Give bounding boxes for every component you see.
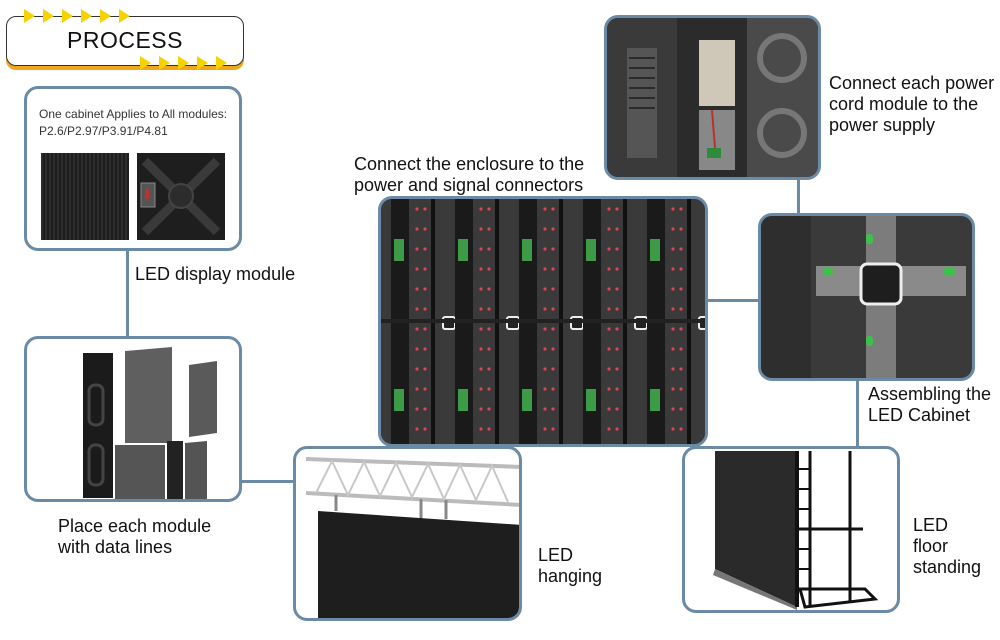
label-led-hanging-line2: hanging	[538, 566, 603, 586]
connector-power-to-assembly	[797, 178, 800, 214]
card-led-hanging	[293, 446, 522, 621]
arrow-right-icon	[197, 56, 208, 70]
arrow-right-icon	[81, 9, 92, 23]
truss-hanging-screen-image	[305, 457, 519, 618]
cabinet-module-placement-image	[83, 347, 217, 499]
label-place-module-line1: Place each module	[58, 516, 212, 536]
label-place-module-line2: with data lines	[58, 537, 173, 557]
label-led-hanging-line1: LED	[538, 545, 574, 565]
label-led-display-module: LED display module	[135, 264, 296, 284]
connector-enclosure-to-assembly	[705, 299, 761, 302]
label-enclosure-line1: Connect the enclosure to the	[354, 154, 585, 174]
led-module-front-image	[41, 153, 129, 240]
arrow-right-icon	[178, 56, 189, 70]
connector-place-to-hanging	[241, 480, 295, 483]
label-enclosure-line2: power and signal connectors	[354, 175, 584, 195]
label-assembly-line1: Assembling the	[868, 384, 992, 404]
power-supply-interior-image	[607, 18, 818, 177]
label-floor-line2: floor	[913, 536, 949, 556]
arrow-right-icon	[140, 56, 151, 70]
module-caption-line1: One cabinet Applies to All modules:	[39, 107, 228, 121]
connector-assembly-to-floor	[856, 378, 859, 448]
label-power-line1: Connect each power	[829, 73, 995, 93]
card-enclosure	[378, 196, 708, 447]
arrow-right-icon	[24, 9, 35, 23]
card-power-supply	[604, 15, 821, 180]
label-floor-line3: standing	[913, 557, 982, 577]
module-caption-line2: P2.6/P2.97/P3.91/P4.81	[39, 124, 168, 138]
cabinet-rear-grid-image	[381, 199, 705, 444]
card-place-module	[24, 336, 242, 502]
card-assembly	[758, 213, 975, 381]
arrow-right-icon	[43, 9, 54, 23]
arrow-right-icon	[62, 9, 73, 23]
arrow-right-icon	[119, 9, 130, 23]
card-led-display-module: One cabinet Applies to All modules: P2.6…	[24, 86, 242, 251]
arrow-right-icon	[159, 56, 170, 70]
led-module-back-image	[137, 153, 225, 240]
label-power-line3: power supply	[829, 115, 936, 135]
label-power-line2: cord module to the	[829, 94, 979, 114]
cabinet-lock-closeup-image	[761, 216, 966, 378]
card-floor-standing	[682, 446, 900, 613]
connector-module-to-place	[126, 250, 129, 336]
arrow-right-icon	[100, 9, 111, 23]
floor-standing-frame-image	[713, 451, 879, 610]
arrow-right-icon	[216, 56, 227, 70]
process-title: PROCESS	[67, 27, 183, 53]
label-assembly-line2: LED Cabinet	[868, 405, 971, 425]
process-title-box: PROCESS	[6, 16, 244, 66]
label-floor-line1: LED	[913, 515, 949, 535]
